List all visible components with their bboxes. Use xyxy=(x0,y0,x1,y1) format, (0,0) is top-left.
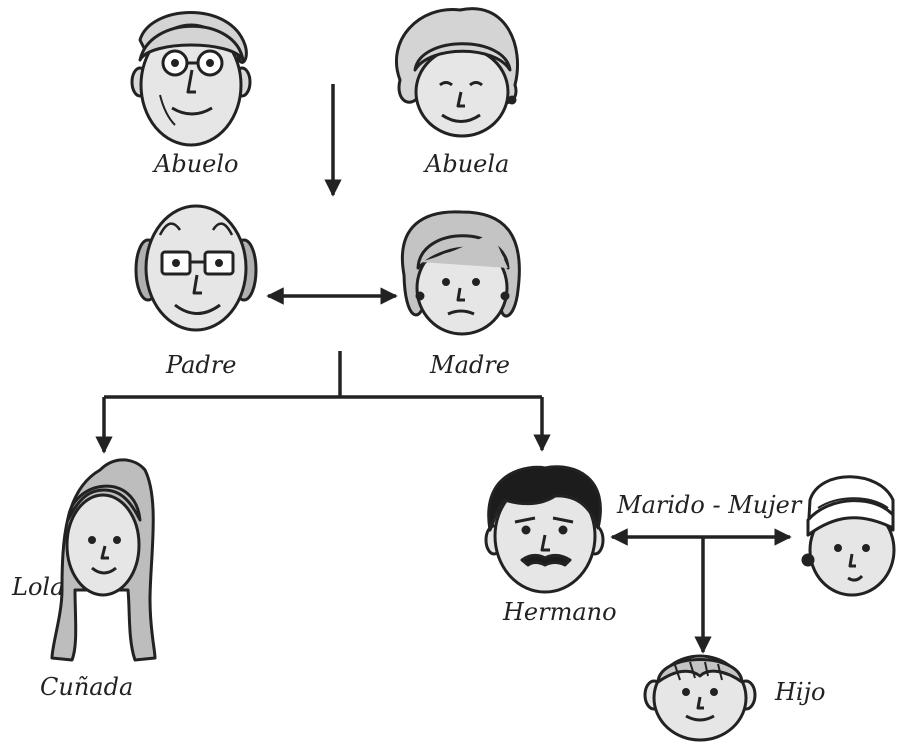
madre-face-icon xyxy=(401,210,521,336)
marido-mujer-label: Marido - Mujer xyxy=(617,491,802,519)
hijo-label: Hijo xyxy=(775,678,826,706)
abuelo-label: Abuelo xyxy=(154,150,239,178)
cunada-label: Cuñada xyxy=(40,673,134,701)
lola-label: Lola xyxy=(12,573,65,601)
abuela-label: Abuela xyxy=(425,150,510,178)
mujer-face-icon xyxy=(801,475,896,597)
lola-face-icon xyxy=(50,458,157,662)
abuelo-face-icon xyxy=(130,11,252,147)
padres-children-connector xyxy=(95,351,551,454)
madre-label: Madre xyxy=(430,351,510,379)
hermano-label: Hermano xyxy=(503,598,617,626)
padre-face-icon xyxy=(134,204,258,332)
hermano-face-icon xyxy=(484,465,605,594)
abuela-face-icon xyxy=(394,7,520,138)
padre-label: Padre xyxy=(166,351,237,379)
hijo-face-icon xyxy=(643,654,757,742)
